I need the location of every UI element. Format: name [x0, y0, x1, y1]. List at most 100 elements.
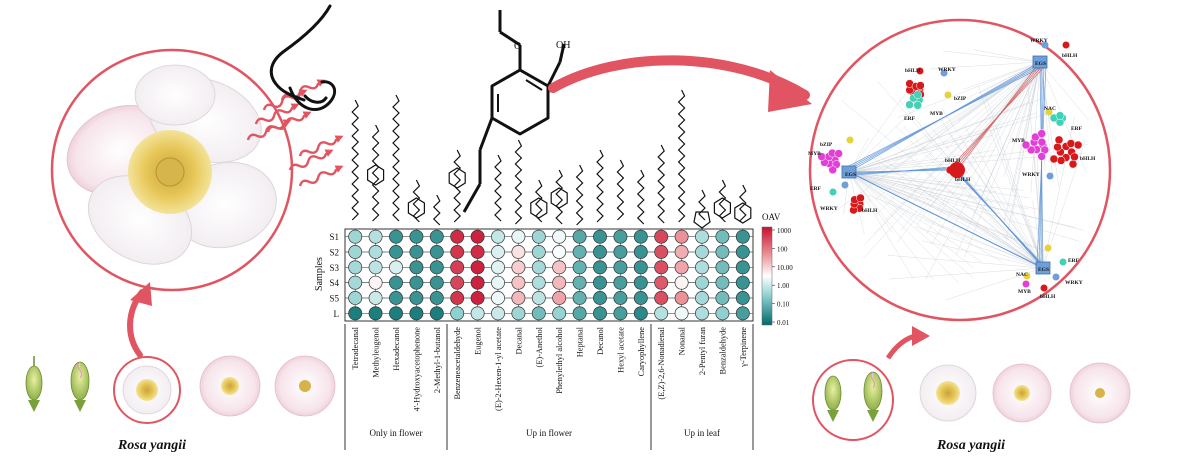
heatmap-cell: [633, 229, 648, 244]
heatmap-cell: [511, 306, 526, 321]
compound-structure-icon: [412, 179, 421, 223]
heatmap-cell: [389, 245, 403, 259]
network-tf-node: [1023, 272, 1031, 280]
network-edge: [848, 171, 1030, 199]
heatmap-cell: [511, 245, 526, 259]
network-edge: [903, 126, 1044, 269]
network-node-label: EGS: [1038, 267, 1049, 273]
compound-structure-icon: [698, 189, 706, 221]
network-edge: [942, 205, 1044, 269]
odor-arrow-head-icon: [334, 165, 344, 173]
network-edge: [988, 218, 1044, 269]
compound-label: (E)-2-Hexen-1-yl acetate: [494, 327, 503, 411]
hydroxyl-oh-label: OH: [556, 40, 570, 51]
network-tf-node: [828, 165, 837, 175]
benzene-ring-icon: [367, 164, 385, 186]
network-edge: [848, 112, 1037, 173]
heatmap-cell: [695, 245, 709, 259]
heatmap-cell: [470, 260, 485, 275]
sample-label: S2: [329, 247, 339, 257]
heatmap-cell: [491, 229, 505, 244]
legend-title: OAV: [762, 212, 781, 222]
heatmap-cell: [552, 291, 567, 305]
heatmap-cell: [450, 245, 465, 259]
network-edge: [863, 61, 1041, 246]
legend-colorbar: [761, 226, 773, 326]
flower-stage-5-right-icon: [1069, 362, 1131, 424]
heatmap-cell: [593, 275, 607, 290]
heatmap-cell: [368, 275, 383, 290]
network-tf-node: [944, 91, 952, 99]
bud-stage-1-right-icon: [824, 375, 842, 422]
network-edge: [950, 64, 1047, 168]
heatmap-cell: [450, 229, 465, 244]
heatmap-cell: [531, 245, 546, 259]
network-edge: [955, 61, 1041, 105]
heatmap-cell: [429, 229, 444, 244]
heatmap-cell: [552, 245, 567, 259]
network-edge: [978, 85, 1044, 269]
network-tf-node: [1056, 156, 1066, 165]
network-edge: [1027, 80, 1044, 269]
heatmap-cell: [613, 245, 628, 259]
legend-tick-label: 1.00: [777, 282, 790, 290]
heatmap-cell: [593, 229, 607, 244]
network-edge: [1030, 61, 1041, 193]
group-label: Up in flower: [526, 428, 572, 438]
heatmap-cell: [613, 260, 628, 275]
network-edge: [867, 194, 1044, 269]
heatmap-cell: [674, 229, 689, 244]
heatmap-cells: [348, 229, 750, 321]
network-tf-node: [1070, 152, 1079, 162]
legend-tick-label: 1000: [777, 227, 792, 235]
heatmap-cell: [491, 306, 505, 321]
network-tf-node: [916, 81, 925, 90]
heatmap-cell: [674, 260, 689, 275]
heatmap-cell: [715, 291, 730, 305]
heatmap-cell: [389, 306, 403, 321]
network-node-label: bHLH: [905, 68, 921, 74]
large-flower-illustration: [66, 64, 277, 265]
bud-stage-2-icon: [70, 361, 90, 412]
heatmap-cell: [593, 260, 607, 275]
bud-stage-1-icon: [25, 356, 43, 412]
flower-stage-3-icon: [122, 365, 172, 415]
heatmap-cell: [511, 260, 526, 275]
network-edges: [825, 49, 1090, 301]
heatmap-cell: [368, 291, 383, 305]
network-node-label: bHLH: [1062, 53, 1078, 59]
network-node-label: ERF: [1071, 126, 1083, 132]
sample-label: S3: [329, 263, 339, 273]
network-tf-node: [1068, 159, 1078, 169]
flower-stage-3-right-icon: [919, 364, 977, 422]
heatmap-cell: [348, 291, 363, 305]
heatmap-cell: [409, 275, 424, 290]
compound-structure-icon: [636, 169, 645, 225]
heatmap-cell: [572, 291, 587, 305]
network-edge: [916, 185, 1044, 269]
heatmap-cell: [552, 275, 567, 290]
heatmap-cell: [654, 291, 669, 305]
network-edge: [854, 174, 1038, 266]
heatmap-cell: [389, 260, 403, 275]
network-tf-node: [856, 193, 865, 203]
network-edge: [848, 108, 915, 173]
network-hub-node: [949, 162, 965, 178]
odor-wave-icon: [266, 114, 306, 133]
nose-icon: [269, 4, 336, 112]
network-tf-node: [916, 67, 924, 75]
curved-arrow-to-network: [548, 55, 810, 100]
heatmap-cell: [389, 275, 403, 290]
compound-label: (E)-Anethol: [535, 326, 544, 367]
network-edge: [841, 100, 1044, 269]
heatmap-cell: [735, 260, 750, 275]
heatmap-cell: [654, 260, 669, 275]
network-edge: [1027, 218, 1044, 269]
network-node-label: bHLH: [1040, 294, 1056, 300]
heatmap-cell: [389, 291, 403, 305]
heatmap-cell: [572, 306, 587, 321]
network-edge: [924, 220, 1044, 269]
network-edge: [863, 61, 1041, 259]
network-node-label: EGS: [1035, 61, 1046, 67]
network-edge: [1003, 61, 1041, 225]
